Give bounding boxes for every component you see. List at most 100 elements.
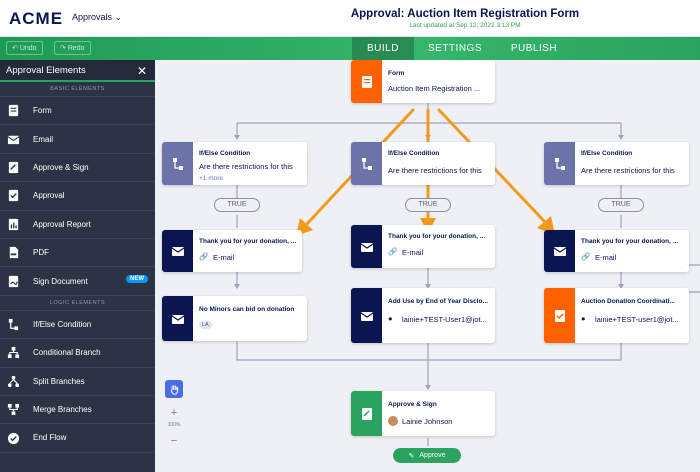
redo-button[interactable]: ↷ Redo — [54, 41, 91, 55]
sidebar-item-label: Approve & Sign — [33, 162, 89, 172]
true-branch-label: TRUE — [405, 198, 451, 212]
tab-publish[interactable]: PUBLISH — [510, 43, 558, 54]
assignee-email: lainie+TEST-user1@jot... — [595, 314, 679, 324]
node-title: Auction Donation Coordinati... — [581, 298, 675, 305]
form-icon — [0, 97, 26, 125]
sidebar-item-email[interactable]: Email — [0, 125, 155, 154]
approval-icon — [544, 288, 575, 343]
approve-sign-icon — [351, 391, 382, 436]
chevron-down-icon: ⌄ — [115, 13, 122, 22]
close-icon[interactable]: ✕ — [136, 64, 147, 78]
node-title: Thank you for your donation, ... — [581, 238, 679, 245]
sidebar-item-conditional-branch[interactable]: Conditional Branch — [0, 339, 155, 368]
node-title: Thank you for your donation, ... — [199, 238, 297, 245]
approve-button-label: Approve — [419, 452, 446, 459]
approve-sign-icon — [0, 153, 26, 181]
approve-button[interactable]: ✎ Approve — [393, 448, 461, 463]
node-title: Add Use by End of Year Disclo... — [388, 298, 488, 305]
hand-tool-icon[interactable] — [165, 380, 183, 398]
flow-node-email-1[interactable]: Thank you for your donation, ... 🔗E-mail — [162, 230, 302, 272]
user-icon: ● — [388, 314, 393, 323]
node-type: 🔗 E-mail — [388, 247, 423, 257]
zoom-out-button[interactable]: − — [170, 435, 178, 447]
sidebar-item-form[interactable]: Form — [0, 97, 155, 126]
condition-icon — [351, 142, 382, 185]
user-icon: ● — [581, 314, 586, 323]
tab-build[interactable]: BUILD — [352, 37, 414, 60]
form-icon — [351, 60, 382, 103]
link-icon: 🔗 — [581, 252, 591, 261]
sidebar-item-label: Form — [33, 106, 52, 116]
flow-node-approval-2[interactable]: Add Use by End of Year Disclo... ● lainie… — [351, 288, 495, 343]
sidebar-item-pdf[interactable]: PDF — [0, 239, 155, 268]
approve-icon: ✎ — [408, 452, 415, 460]
node-subtitle: Are there restrictions for this — [199, 162, 293, 171]
flow-node-email-3[interactable]: Thank you for your donation, ... 🔗 E-mail — [544, 230, 689, 272]
zoom-level: 100% — [167, 422, 181, 428]
node-title: If/Else Condition — [581, 150, 633, 157]
new-badge: NEW — [126, 275, 148, 284]
pdf-icon — [0, 239, 26, 267]
undo-button[interactable]: ↶ Undo — [6, 41, 43, 55]
condition-icon — [544, 142, 575, 185]
split-icon — [0, 367, 26, 395]
app-switcher[interactable]: Approvals⌄ — [72, 12, 122, 22]
flow-node-condition-3[interactable]: If/Else Condition Are there restrictions… — [544, 142, 689, 185]
branch-icon — [0, 339, 26, 367]
sign-document-icon — [0, 267, 26, 295]
flow-node-approval-3[interactable]: Auction Donation Coordinati... ● lainie+T… — [544, 288, 689, 343]
sidebar-item-if-else[interactable]: If/Else Condition — [0, 310, 155, 340]
node-title: Approve & Sign — [388, 401, 437, 408]
flow-node-form[interactable]: Form Auction Item Registration ... — [351, 60, 495, 103]
sidebar-item-sign-document[interactable]: Sign Document NEW — [0, 267, 155, 296]
email-icon — [162, 296, 193, 341]
email-icon — [544, 230, 575, 272]
redo-label: Redo — [67, 45, 85, 52]
node-type-label: E-mail — [402, 247, 424, 257]
sidebar-item-label: Merge Branches — [33, 405, 92, 415]
zoom-controls: + 100% − — [163, 380, 185, 450]
flow-canvas[interactable]: Form Auction Item Registration ... If/El… — [155, 60, 700, 472]
redo-icon: ↷ — [60, 45, 66, 52]
flow-node-approve-sign[interactable]: Approve & Sign Lainie Johnson — [351, 391, 495, 436]
sidebar-header: Approval Elements ✕ — [0, 60, 155, 82]
sidebar-item-label: Conditional Branch — [33, 348, 101, 358]
email-icon — [351, 288, 382, 343]
sidebar-item-approve-sign[interactable]: Approve & Sign — [0, 153, 155, 183]
sidebar-item-label: If/Else Condition — [33, 319, 92, 329]
node-title: Thank you for your donation, ... — [388, 233, 486, 240]
sidebar-item-end-flow[interactable]: End Flow — [0, 424, 155, 453]
logic-elements-header: LOGIC ELEMENTS — [0, 296, 155, 311]
true-branch-label: TRUE — [598, 198, 644, 212]
flow-node-condition-2[interactable]: If/Else Condition Are there restrictions… — [351, 142, 495, 185]
form-title[interactable]: Approval: Auction Item Registration Form — [350, 8, 580, 20]
sidebar-item-split-branches[interactable]: Split Branches — [0, 368, 155, 396]
link-icon: 🔗 — [388, 247, 398, 256]
node-subtitle: Are there restrictions for this — [581, 166, 675, 175]
sidebar-item-label: Email — [33, 134, 54, 144]
approval-icon — [0, 182, 26, 210]
undo-icon: ↶ — [12, 45, 18, 52]
condition-icon — [0, 310, 26, 338]
node-type-label: E-mail — [595, 252, 617, 262]
merge-icon — [0, 396, 26, 424]
sidebar-item-merge-branches[interactable]: Merge Branches — [0, 396, 155, 425]
end-flow-icon — [0, 424, 26, 452]
logo[interactable]: ACME — [9, 9, 64, 28]
assignee-email: lainie+TEST-User1@jot... — [402, 314, 487, 324]
flow-node-condition-1[interactable]: If/Else Condition Are there restrictions… — [162, 142, 307, 185]
node-title: Form — [388, 70, 405, 77]
flow-node-approval-1[interactable]: No Minors can bid on donation LA — [162, 296, 307, 341]
sidebar-item-approval-report[interactable]: Approval Report — [0, 211, 155, 239]
tab-settings[interactable]: SETTINGS — [427, 43, 482, 54]
sidebar-item-label: Sign Document — [33, 276, 88, 286]
node-assignee: Lainie Johnson — [388, 416, 452, 426]
zoom-in-button[interactable]: + — [170, 407, 178, 419]
avatar — [388, 416, 398, 426]
sidebar-item-approval[interactable]: Approval — [0, 182, 155, 211]
flow-node-email-2[interactable]: Thank you for your donation, ... 🔗 E-mail — [351, 225, 495, 268]
more-conditions[interactable]: +1 more — [199, 175, 224, 182]
basic-elements-header: BASIC ELEMENTS — [0, 82, 155, 97]
app-switcher-label: Approvals — [72, 12, 113, 22]
node-subtitle: Are there restrictions for this — [388, 166, 482, 175]
